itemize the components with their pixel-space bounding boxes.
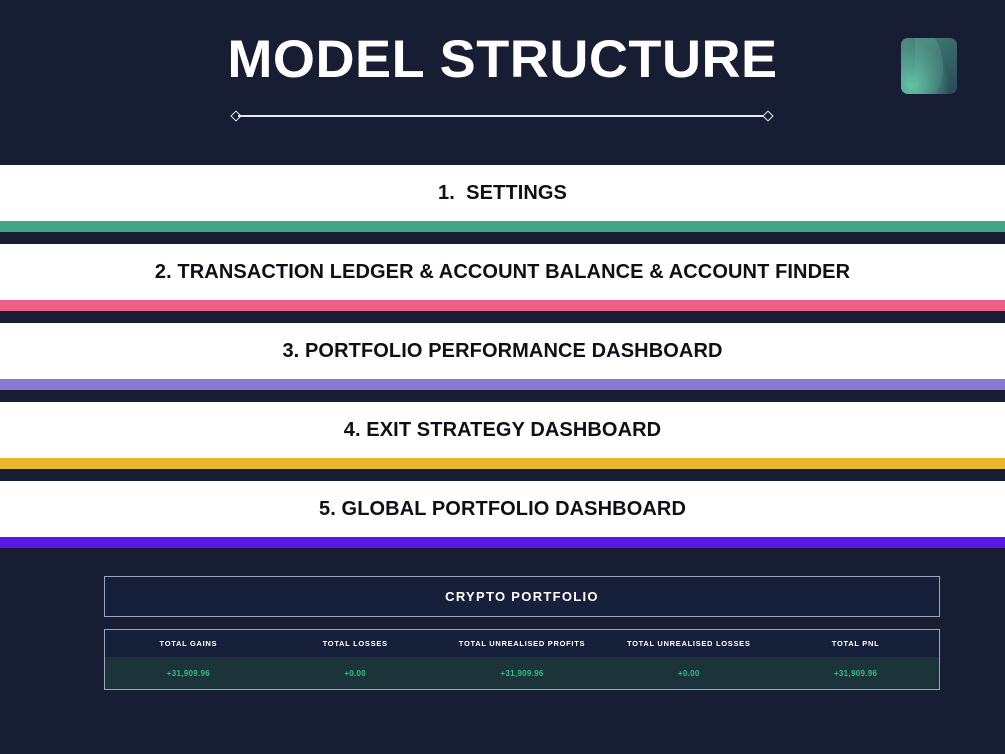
- table-header-row: TOTAL GAINS TOTAL LOSSES TOTAL UNREALISE…: [105, 630, 939, 657]
- page-title: MODEL STRUCTURE: [227, 30, 778, 89]
- row-label: 4. EXIT STRATEGY DASHBOARD: [343, 418, 662, 441]
- panel-spacer: [104, 617, 940, 629]
- summary-table: TOTAL GAINS TOTAL LOSSES TOTAL UNREALISE…: [104, 629, 940, 690]
- logo-swoosh-2: [915, 38, 957, 94]
- brand-logo-icon: [901, 38, 957, 94]
- value-total-gains: +31,909.96: [166, 668, 211, 678]
- row-stripe: [0, 458, 1005, 469]
- structure-row-transaction-ledger[interactable]: 2. TRANSACTION LEDGER & ACCOUNT BALANCE …: [0, 244, 1005, 323]
- row-label: 5. GLOBAL PORTFOLIO DASHBOARD: [319, 497, 686, 520]
- value-total-unrealised-losses: +0.00: [677, 668, 700, 678]
- row-band: 2. TRANSACTION LEDGER & ACCOUNT BALANCE …: [0, 244, 1005, 300]
- row-gap: [0, 469, 1005, 481]
- column-header-total-gains: TOTAL GAINS: [159, 639, 218, 648]
- row-label: 2. TRANSACTION LEDGER & ACCOUNT BALANCE …: [154, 260, 851, 283]
- column-header-total-losses: TOTAL LOSSES: [322, 639, 388, 648]
- panel-header: CRYPTO PORTFOLIO: [104, 576, 940, 617]
- row-stripe: [0, 379, 1005, 390]
- structure-row-settings[interactable]: 1. SETTINGS: [0, 165, 1005, 244]
- divider-line: [238, 115, 766, 117]
- row-label: 1. SETTINGS: [437, 181, 567, 204]
- value-total-pnl: +31,909.96: [833, 668, 878, 678]
- table-value-row: +31,909.96 +0.00 +31,909.96 +0.00 +31,90…: [105, 657, 939, 689]
- row-gap: [0, 390, 1005, 402]
- row-band: 5. GLOBAL PORTFOLIO DASHBOARD: [0, 481, 1005, 537]
- structure-row-portfolio-performance[interactable]: 3. PORTFOLIO PERFORMANCE DASHBOARD: [0, 323, 1005, 402]
- row-stripe: [0, 537, 1005, 548]
- row-label: 3. PORTFOLIO PERFORMANCE DASHBOARD: [282, 339, 723, 362]
- column-header-total-unrealised-losses: TOTAL UNREALISED LOSSES: [626, 639, 751, 648]
- value-total-unrealised-profits: +31,909.96: [500, 668, 544, 678]
- row-band: 4. EXIT STRATEGY DASHBOARD: [0, 402, 1005, 458]
- row-band: 3. PORTFOLIO PERFORMANCE DASHBOARD: [0, 323, 1005, 379]
- structure-row-exit-strategy[interactable]: 4. EXIT STRATEGY DASHBOARD: [0, 402, 1005, 481]
- structure-row-list: 1. SETTINGS 2. TRANSACTION LEDGER & ACCO…: [0, 165, 1005, 560]
- diamond-right-icon: [762, 110, 774, 122]
- column-header-total-pnl: TOTAL PNL: [831, 639, 880, 648]
- row-stripe: [0, 300, 1005, 311]
- row-stripe: [0, 221, 1005, 232]
- crypto-portfolio-panel: CRYPTO PORTFOLIO TOTAL GAINS TOTAL LOSSE…: [104, 576, 940, 690]
- panel-title: CRYPTO PORTFOLIO: [445, 589, 599, 604]
- row-gap: [0, 232, 1005, 244]
- row-band: 1. SETTINGS: [0, 165, 1005, 221]
- value-total-losses: +0.00: [344, 668, 367, 678]
- row-gap: [0, 548, 1005, 560]
- diamond-line-divider-icon: [230, 110, 774, 122]
- row-gap: [0, 311, 1005, 323]
- column-header-total-unrealised-profits: TOTAL UNREALISED PROFITS: [458, 639, 586, 648]
- logo-swoosh-1: [901, 38, 943, 94]
- structure-row-global-portfolio[interactable]: 5. GLOBAL PORTFOLIO DASHBOARD: [0, 481, 1005, 560]
- slide-header: MODEL STRUCTURE: [0, 0, 1005, 165]
